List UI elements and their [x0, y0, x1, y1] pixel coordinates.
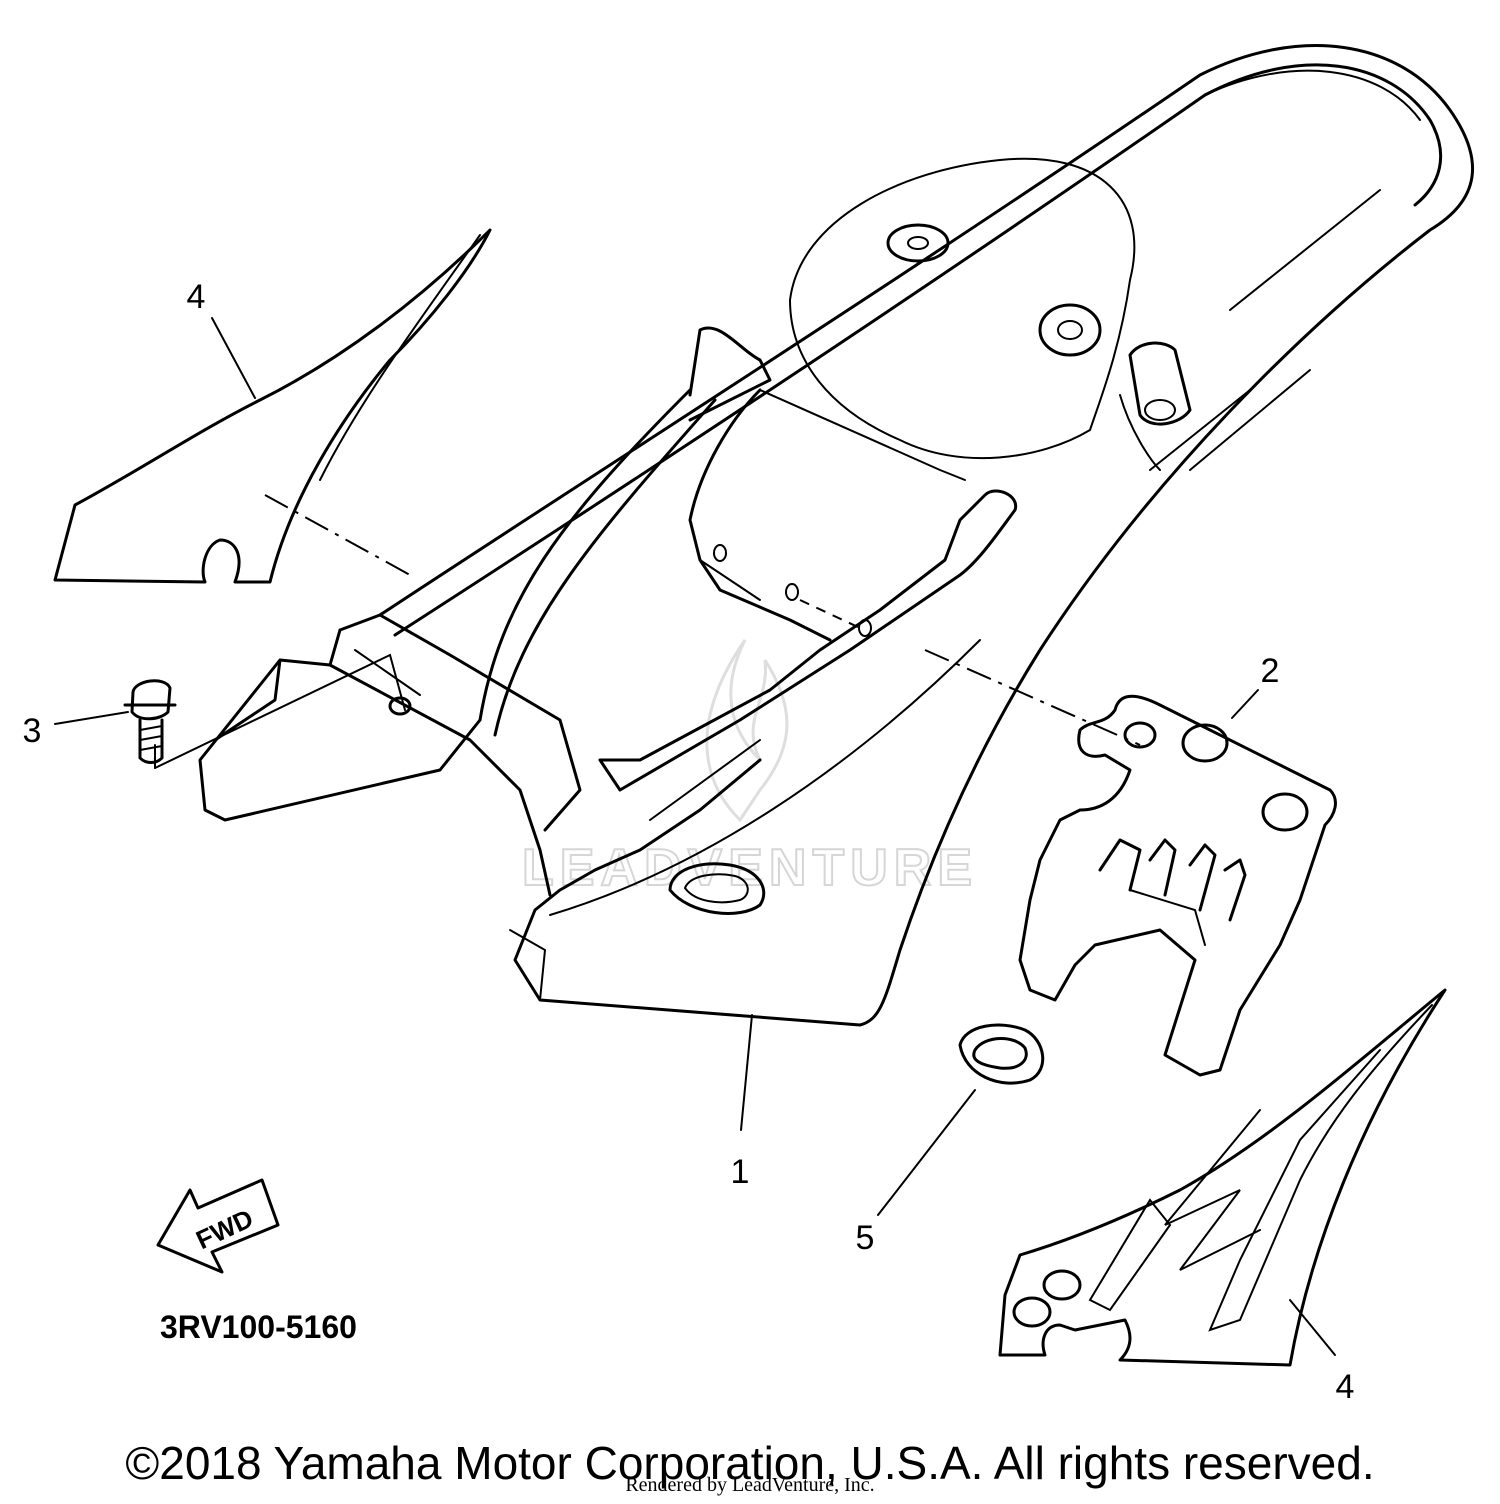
- cover-plate-part: [1018, 694, 1337, 1077]
- side-decal-lower-part: [998, 988, 1447, 1367]
- rendered-by-credit: Rendered by LeadVenture, Inc.: [625, 1474, 875, 1496]
- diagram-part-code: 3RV100-5160: [160, 1309, 357, 1345]
- side-cover-part: [198, 44, 1474, 1027]
- assembly-guide-lines: [154, 494, 1141, 769]
- side-decal-upper-part: [53, 228, 492, 584]
- callout-3: 3: [23, 712, 42, 750]
- fwd-arrow-icon: FWD: [156, 1178, 280, 1274]
- callout-2: 2: [1261, 652, 1280, 690]
- copyright-notice: ©2018 Yamaha Motor Corporation, U.S.A. A…: [125, 1437, 1375, 1489]
- callout-1: 1: [731, 1153, 750, 1191]
- bolt-part: [123, 679, 177, 764]
- watermark-text: LEADVENTURE: [522, 839, 978, 897]
- callout-leaders: [54, 317, 1336, 1356]
- callout-5: 5: [856, 1219, 875, 1257]
- callout-4-lower: 4: [1336, 1368, 1355, 1406]
- grommet-part: [958, 1023, 1045, 1085]
- callout-4-upper: 4: [187, 278, 206, 316]
